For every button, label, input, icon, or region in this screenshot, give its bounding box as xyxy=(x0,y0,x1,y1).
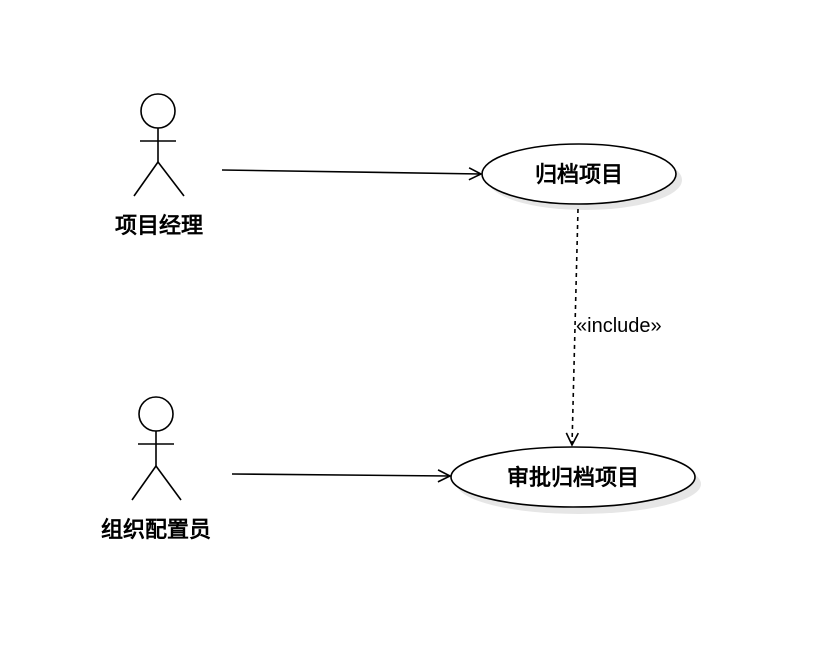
use-case-archive-project[interactable]: 归档项目 xyxy=(481,143,682,210)
include-stereotype-label: «include» xyxy=(576,315,662,337)
actor-left-leg xyxy=(131,465,157,501)
association-arrow[interactable] xyxy=(221,167,483,181)
actor-org-config-admin[interactable]: 组织配置员 xyxy=(101,396,211,543)
actor-right-leg xyxy=(155,465,182,501)
use-case-label: 归档项目 xyxy=(535,163,623,188)
association-arrow[interactable] xyxy=(231,469,452,483)
actor-left-leg xyxy=(133,161,159,197)
actor-label: 组织配置员 xyxy=(101,517,211,543)
actor-project-manager[interactable]: 项目经理 xyxy=(115,93,203,239)
use-case-approve-archive-project[interactable]: 审批归档项目 xyxy=(450,446,701,514)
actor-head xyxy=(140,93,176,129)
actor-label: 项目经理 xyxy=(115,213,203,239)
actor-head xyxy=(138,396,174,432)
actor-right-leg xyxy=(157,161,185,197)
use-case-label: 审批归档项目 xyxy=(507,465,639,491)
